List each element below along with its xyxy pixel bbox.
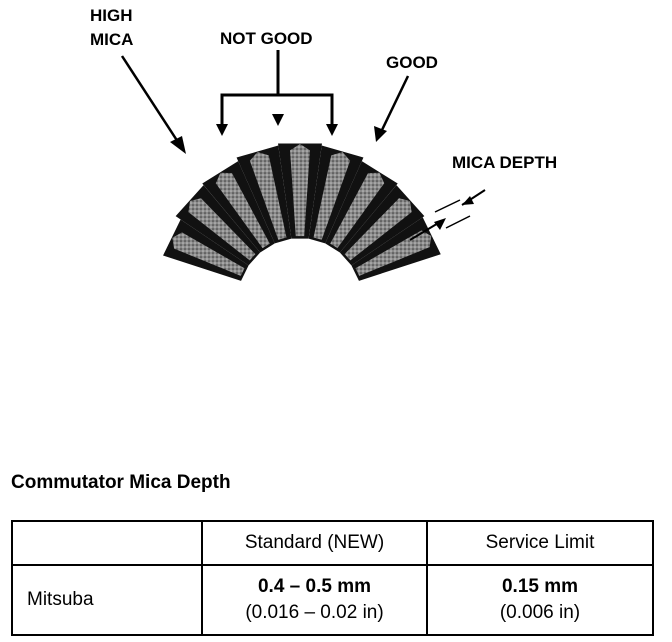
limit-mm: 0.15 mm — [501, 576, 579, 597]
table-header-standard: Standard (NEW) — [201, 520, 428, 566]
commutator-segments — [163, 143, 441, 281]
commutator-segment — [330, 172, 385, 249]
limit-in: (0.006 in) — [499, 602, 581, 623]
commutator-diagram: HIGH MICA NOT GOOD GOOD MICA DEPTH — [90, 6, 557, 281]
table-header-empty — [11, 520, 203, 566]
commutator-segment — [344, 198, 412, 261]
standard-in: (0.016 – 0.02 in) — [245, 602, 384, 623]
mica-depth-dimension — [409, 189, 486, 241]
row-name: Mitsuba — [11, 564, 203, 636]
high-mica-arrow — [120, 55, 186, 154]
high-mica-label-line2: MICA — [90, 30, 133, 49]
not-good-label: NOT GOOD — [220, 29, 313, 48]
good-arrow — [374, 75, 410, 142]
section-title: Commutator Mica Depth — [11, 472, 231, 493]
commutator-segment — [172, 232, 245, 276]
commutator-segment — [290, 144, 310, 237]
commutator-segment — [249, 151, 287, 240]
not-good-bracket — [216, 50, 338, 136]
table-header-row: Standard (NEW) Service Limit — [11, 520, 654, 566]
limit-value-cell: 0.15 mm (0.006 in) — [426, 564, 654, 636]
commutator-segment — [313, 151, 351, 240]
standard-mm: 0.4 – 0.5 mm — [257, 576, 372, 597]
mica-depth-table: Standard (NEW) Service Limit Mitsuba 0.4… — [11, 520, 654, 636]
commutator-segment — [188, 198, 256, 261]
table-row: Mitsuba 0.4 – 0.5 mm (0.016 – 0.02 in) 0… — [11, 564, 654, 636]
commutator-segment — [215, 172, 270, 249]
high-mica-label-line1: HIGH — [90, 6, 133, 25]
standard-value-cell: 0.4 – 0.5 mm (0.016 – 0.02 in) — [201, 564, 428, 636]
commutator-segment — [355, 230, 432, 276]
mica-depth-label: MICA DEPTH — [452, 153, 557, 172]
table-header-service-limit: Service Limit — [426, 520, 654, 566]
good-label: GOOD — [386, 53, 438, 72]
